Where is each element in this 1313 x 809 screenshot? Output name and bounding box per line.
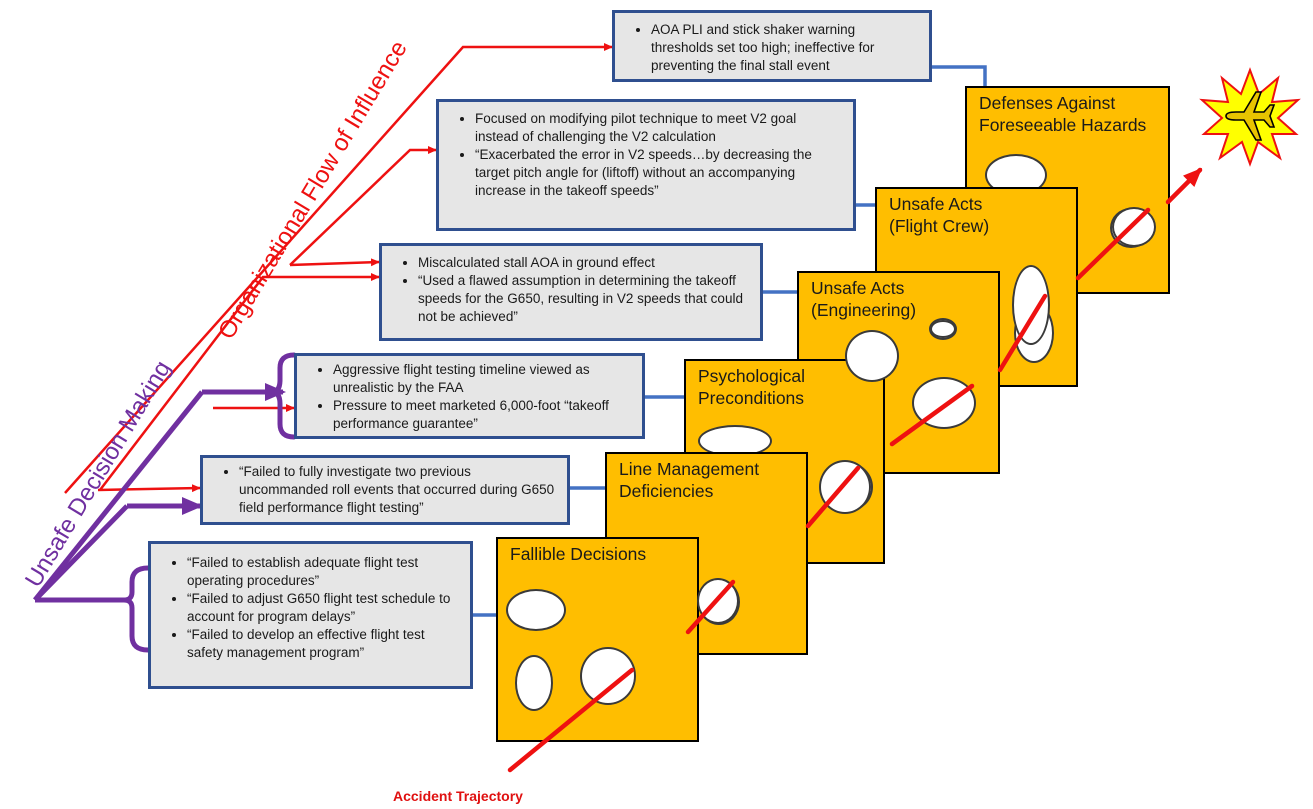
callout-roll-events: “Failed to fully investigate two previou… — [200, 455, 570, 525]
trajectory-seg-2 — [685, 579, 736, 635]
decision-arrow-roll — [33, 504, 129, 602]
trajectory-seg-6 — [1075, 207, 1151, 281]
slice-engineering-line-1: Unsafe Acts — [811, 278, 905, 298]
callout-aoa: AOA PLI and stick shaker warning thresho… — [612, 10, 932, 82]
trajectory-seg-4 — [889, 383, 975, 447]
callout-procedures-item-2: “Failed to adjust G650 flight test sched… — [187, 590, 460, 626]
slice-psychological-line-2: Preconditions — [698, 388, 805, 408]
callout-technique-item-2: “Exacerbated the error in V2 speeds…by d… — [475, 146, 843, 200]
callout-technique-item-1: Focused on modifying pilot technique to … — [475, 110, 843, 146]
callout-procedures: “Failed to establish adequate flight tes… — [148, 541, 473, 689]
slice-flight-crew-line-1: Unsafe Acts — [889, 194, 983, 214]
callout-stall-aoa-item-1: Miscalculated stall AOA in ground effect — [418, 254, 750, 272]
trajectory-seg-5 — [997, 293, 1048, 373]
trajectory-seg-3 — [805, 465, 861, 529]
bracket-timeline — [271, 352, 297, 440]
slice-line-management-hole-2 — [819, 460, 871, 514]
crash-burst — [1199, 67, 1301, 167]
trajectory-seg-1 — [507, 667, 635, 773]
callout-procedures-item-1: “Failed to establish adequate flight tes… — [187, 554, 460, 590]
callout-stall-aoa: Miscalculated stall AOA in ground effect… — [379, 243, 763, 341]
callout-procedures-item-3: “Failed to develop an effective flight t… — [187, 626, 460, 662]
trajectory-seg-7 — [1165, 167, 1203, 205]
slice-line-management-line-2: Deficiencies — [619, 481, 714, 501]
accident-trajectory-line — [507, 167, 1203, 773]
slice-flight-crew-line-2: (Flight Crew) — [889, 216, 990, 236]
slice-defenses-line-1: Defenses Against — [979, 93, 1116, 113]
slice-engineering-line-2: (Engineering) — [811, 300, 917, 320]
slice-engineering-hole-4 — [930, 320, 956, 338]
callout-stall-aoa-item-2: “Used a flawed assumption in determining… — [418, 272, 750, 326]
slice-psychological-line-1: Psychological — [698, 366, 805, 386]
influence-line-technique — [289, 146, 437, 266]
purple-decision-lines — [33, 383, 286, 603]
decision-arrow-timeline — [33, 390, 204, 602]
connector-aoa — [932, 65, 987, 86]
slice-fallible-hole-2 — [515, 655, 553, 711]
red-influence-lines — [64, 43, 613, 494]
influence-line-stall-aoa — [289, 258, 380, 267]
callout-timeline: Aggressive flight testing timeline viewe… — [294, 353, 645, 439]
callout-aoa-item-1: AOA PLI and stick shaker warning thresho… — [651, 21, 919, 75]
purple-brackets — [123, 352, 297, 653]
callout-timeline-item-1: Aggressive flight testing timeline viewe… — [333, 361, 632, 397]
bracket-procedures — [123, 565, 151, 653]
airplane-icon — [1225, 91, 1276, 141]
callout-timeline-item-2: Pressure to meet marketed 6,000-foot “ta… — [333, 397, 632, 433]
slice-defenses-line-2: Foreseeable Hazards — [979, 115, 1147, 135]
callout-roll-events-item-1: “Failed to fully investigate two previou… — [239, 463, 557, 517]
influence-line-roll — [97, 484, 201, 493]
influence-line-aoa — [64, 43, 613, 494]
slice-line-management-line-1: Line Management — [619, 459, 760, 479]
slice-fallible-hole-1 — [506, 589, 566, 631]
accident-trajectory-label: Accident Trajectory — [393, 788, 523, 804]
callout-technique: Focused on modifying pilot technique to … — [436, 99, 856, 231]
blue-connectors — [473, 65, 987, 617]
influence-line-stall-aoa-2 — [99, 273, 380, 491]
slice-fallible-line-1: Fallible Decisions — [510, 544, 647, 564]
slice-flight-crew-hole-1 — [1012, 265, 1050, 345]
slice-engineering-hole-2 — [845, 330, 899, 382]
